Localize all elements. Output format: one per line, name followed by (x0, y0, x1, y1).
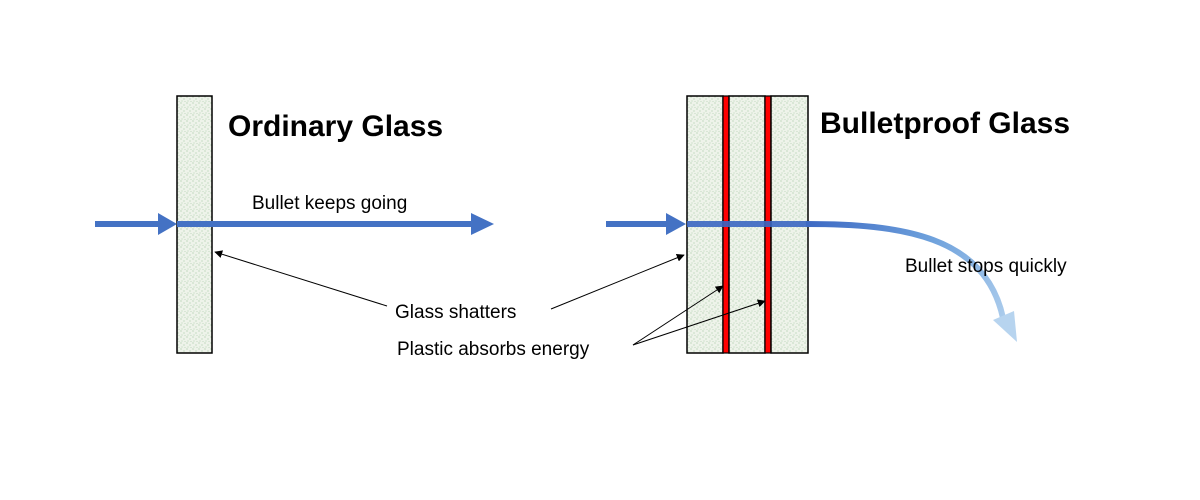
decelerating-bullet-head (993, 311, 1017, 342)
incoming-bullet-head (666, 213, 686, 235)
incoming-bullet-shaft (95, 221, 160, 227)
callouts-group: Glass shatters Plastic absorbs energy (214, 250, 766, 360)
outgoing-bullet-head (471, 213, 494, 235)
plastic-absorbs-energy-label: Plastic absorbs energy (397, 339, 590, 360)
bulletproof-glass-group: Bulletproof Glass Bullet stops quickly (606, 95, 1070, 354)
decelerating-bullet-curve (805, 221, 1006, 319)
incoming-bullet-head (158, 213, 177, 235)
ordinary-glass-title: Ordinary Glass (228, 110, 443, 143)
ordinary-glass-group: Ordinary Glass Bullet keeps going (95, 95, 494, 354)
outgoing-bullet-shaft (177, 221, 473, 227)
glass-shatters-pointer-right (550, 254, 685, 310)
bulletproof-bullet-arrow (606, 213, 1017, 342)
incoming-bullet-shaft (606, 221, 669, 227)
ordinary-bullet-arrow (95, 213, 494, 235)
bullet-keeps-going-label: Bullet keeps going (252, 193, 407, 214)
glass-shatters-label: Glass shatters (395, 302, 516, 323)
bullet-path-through-layers (687, 221, 808, 227)
plastic-absorbs-pointer-1 (632, 285, 724, 346)
bulletproof-glass-title: Bulletproof Glass (820, 107, 1070, 140)
bullet-stops-quickly-label: Bullet stops quickly (905, 256, 1067, 277)
glass-shatters-pointer-left (214, 250, 388, 307)
plastic-absorbs-pointer-2 (632, 299, 766, 346)
